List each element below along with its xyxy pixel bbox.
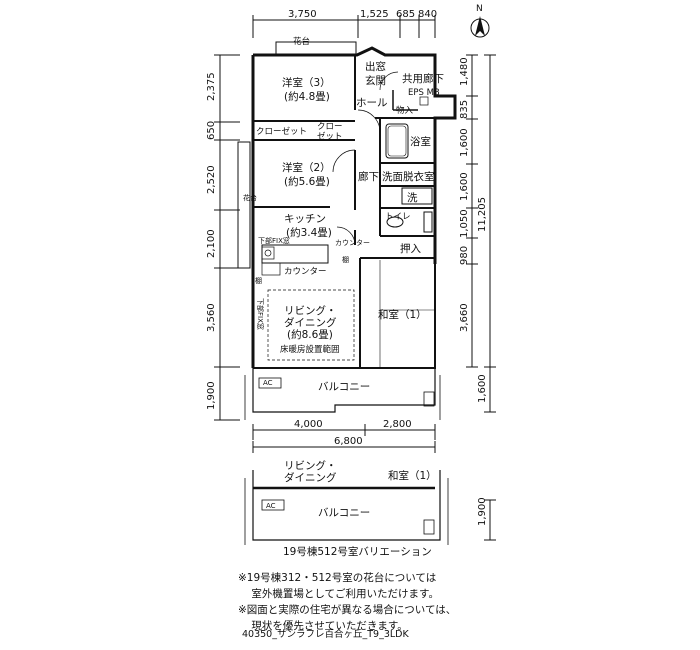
dim-bottom-total: 6,800 bbox=[334, 436, 363, 447]
label-counter: カウンター bbox=[284, 267, 327, 277]
notes: ※19号棟312・512号室の花台については 室外機置場としてご利用いただけます… bbox=[238, 570, 456, 634]
label-western-3-size: (約4.8畳) bbox=[284, 90, 330, 103]
label-hanadai-top: 花台 bbox=[293, 36, 310, 47]
label-eps-mb: EPS MB bbox=[408, 88, 440, 98]
dim-left-5: 3,560 bbox=[206, 303, 217, 332]
label-living-2: ダイニング bbox=[284, 316, 337, 329]
label-closet-2b: ゼット bbox=[317, 131, 343, 142]
label-western-3: 洋室（3） bbox=[282, 76, 331, 89]
note-line: 室外機置場としてご利用いただけます。 bbox=[238, 588, 439, 600]
dim-left-2: 650 bbox=[206, 121, 217, 140]
dim-top-3: 685 bbox=[396, 9, 415, 20]
variation-caption: 19号棟512号室バリエーション bbox=[283, 545, 432, 558]
label-balcony: バルコニー bbox=[318, 381, 370, 393]
plan-code: 40350_サンラフレ百合ヶ丘_T9_3LDK bbox=[242, 629, 409, 640]
note-line: ※19号棟312・512号室の花台については bbox=[238, 572, 437, 584]
note-line: 現状を優先させていただきます。 bbox=[238, 620, 408, 632]
dim-right-5: 1,050 bbox=[459, 209, 470, 238]
note-line: ※図面と実際の住宅が異なる場合については、 bbox=[238, 604, 457, 616]
dim-top-2: 1,525 bbox=[360, 9, 389, 20]
label-lower-fix: 下部FIX窓 bbox=[258, 236, 290, 245]
label-hall: ホール bbox=[356, 97, 388, 109]
variation-living-1: リビング・ bbox=[284, 459, 337, 472]
dim-variation: 1,900 bbox=[477, 497, 488, 526]
variation-balcony: バルコニー bbox=[318, 507, 370, 519]
label-kitchen: キッチン bbox=[284, 213, 326, 225]
dim-right-total: 11,205 bbox=[477, 197, 488, 232]
label-counter-small: カウンター bbox=[335, 238, 370, 247]
label-demado: 出窓 bbox=[365, 60, 386, 73]
dim-bottom-2: 2,800 bbox=[383, 419, 412, 430]
label-ac: AC bbox=[263, 379, 273, 387]
label-kyoyo: 共用廊下 bbox=[402, 72, 444, 85]
label-shelf: 棚 bbox=[342, 255, 349, 264]
label-kitchen-size: (約3.4畳) bbox=[286, 226, 332, 239]
compass-label: N bbox=[476, 4, 483, 14]
label-western-2: 洋室（2） bbox=[282, 161, 331, 174]
label-corridor: 廊下 bbox=[358, 170, 379, 183]
label-closet-2a: クロー bbox=[317, 122, 343, 132]
label-storage: 物入 bbox=[396, 105, 414, 116]
label-bath: 浴室 bbox=[410, 135, 431, 148]
variation-living-2: ダイニング bbox=[284, 471, 337, 484]
dim-right-7: 3,660 bbox=[459, 303, 470, 332]
label-entrance: 玄関 bbox=[365, 74, 386, 87]
variation-ac: AC bbox=[266, 502, 276, 510]
dim-right-3: 1,600 bbox=[459, 128, 470, 157]
variation-japanese: 和室（1） bbox=[388, 469, 437, 482]
dim-right-2: 835 bbox=[459, 100, 470, 119]
label-japanese: 和室（1） bbox=[378, 308, 427, 321]
dim-left-3: 2,520 bbox=[206, 165, 217, 194]
label-shelf-2: 棚 bbox=[255, 276, 262, 285]
dim-right-4: 1,600 bbox=[459, 172, 470, 201]
label-lower-fix-v: 下部FIX窓 bbox=[256, 298, 265, 330]
dim-right-1: 1,480 bbox=[459, 57, 470, 86]
label-living-1: リビング・ bbox=[284, 304, 337, 317]
label-washroom: 洗面脱衣室 bbox=[382, 170, 435, 183]
label-living-size: (約8.6畳) bbox=[287, 328, 333, 341]
dim-left-6: 1,900 bbox=[206, 381, 217, 410]
dim-left-1: 2,375 bbox=[206, 72, 217, 101]
label-western-2-size: (約5.6畳) bbox=[284, 175, 330, 188]
dim-top-4: 840 bbox=[418, 9, 437, 20]
label-oshiire: 押入 bbox=[400, 242, 421, 255]
north-arrow-icon: N bbox=[470, 4, 490, 38]
dim-right-8: 1,600 bbox=[477, 374, 488, 403]
label-closet-1: クローゼット bbox=[256, 126, 307, 137]
label-wash: 洗 bbox=[407, 192, 418, 204]
dim-top-1: 3,750 bbox=[288, 9, 317, 20]
dim-right-6: 980 bbox=[459, 246, 470, 265]
dim-left-4: 2,100 bbox=[206, 229, 217, 258]
label-toilet: トイレ bbox=[385, 212, 411, 222]
label-floor-heating: 床暖房設置範囲 bbox=[280, 344, 340, 355]
dim-bottom-1: 4,000 bbox=[294, 419, 323, 430]
label-hanadai-left: 花台 bbox=[243, 193, 257, 202]
